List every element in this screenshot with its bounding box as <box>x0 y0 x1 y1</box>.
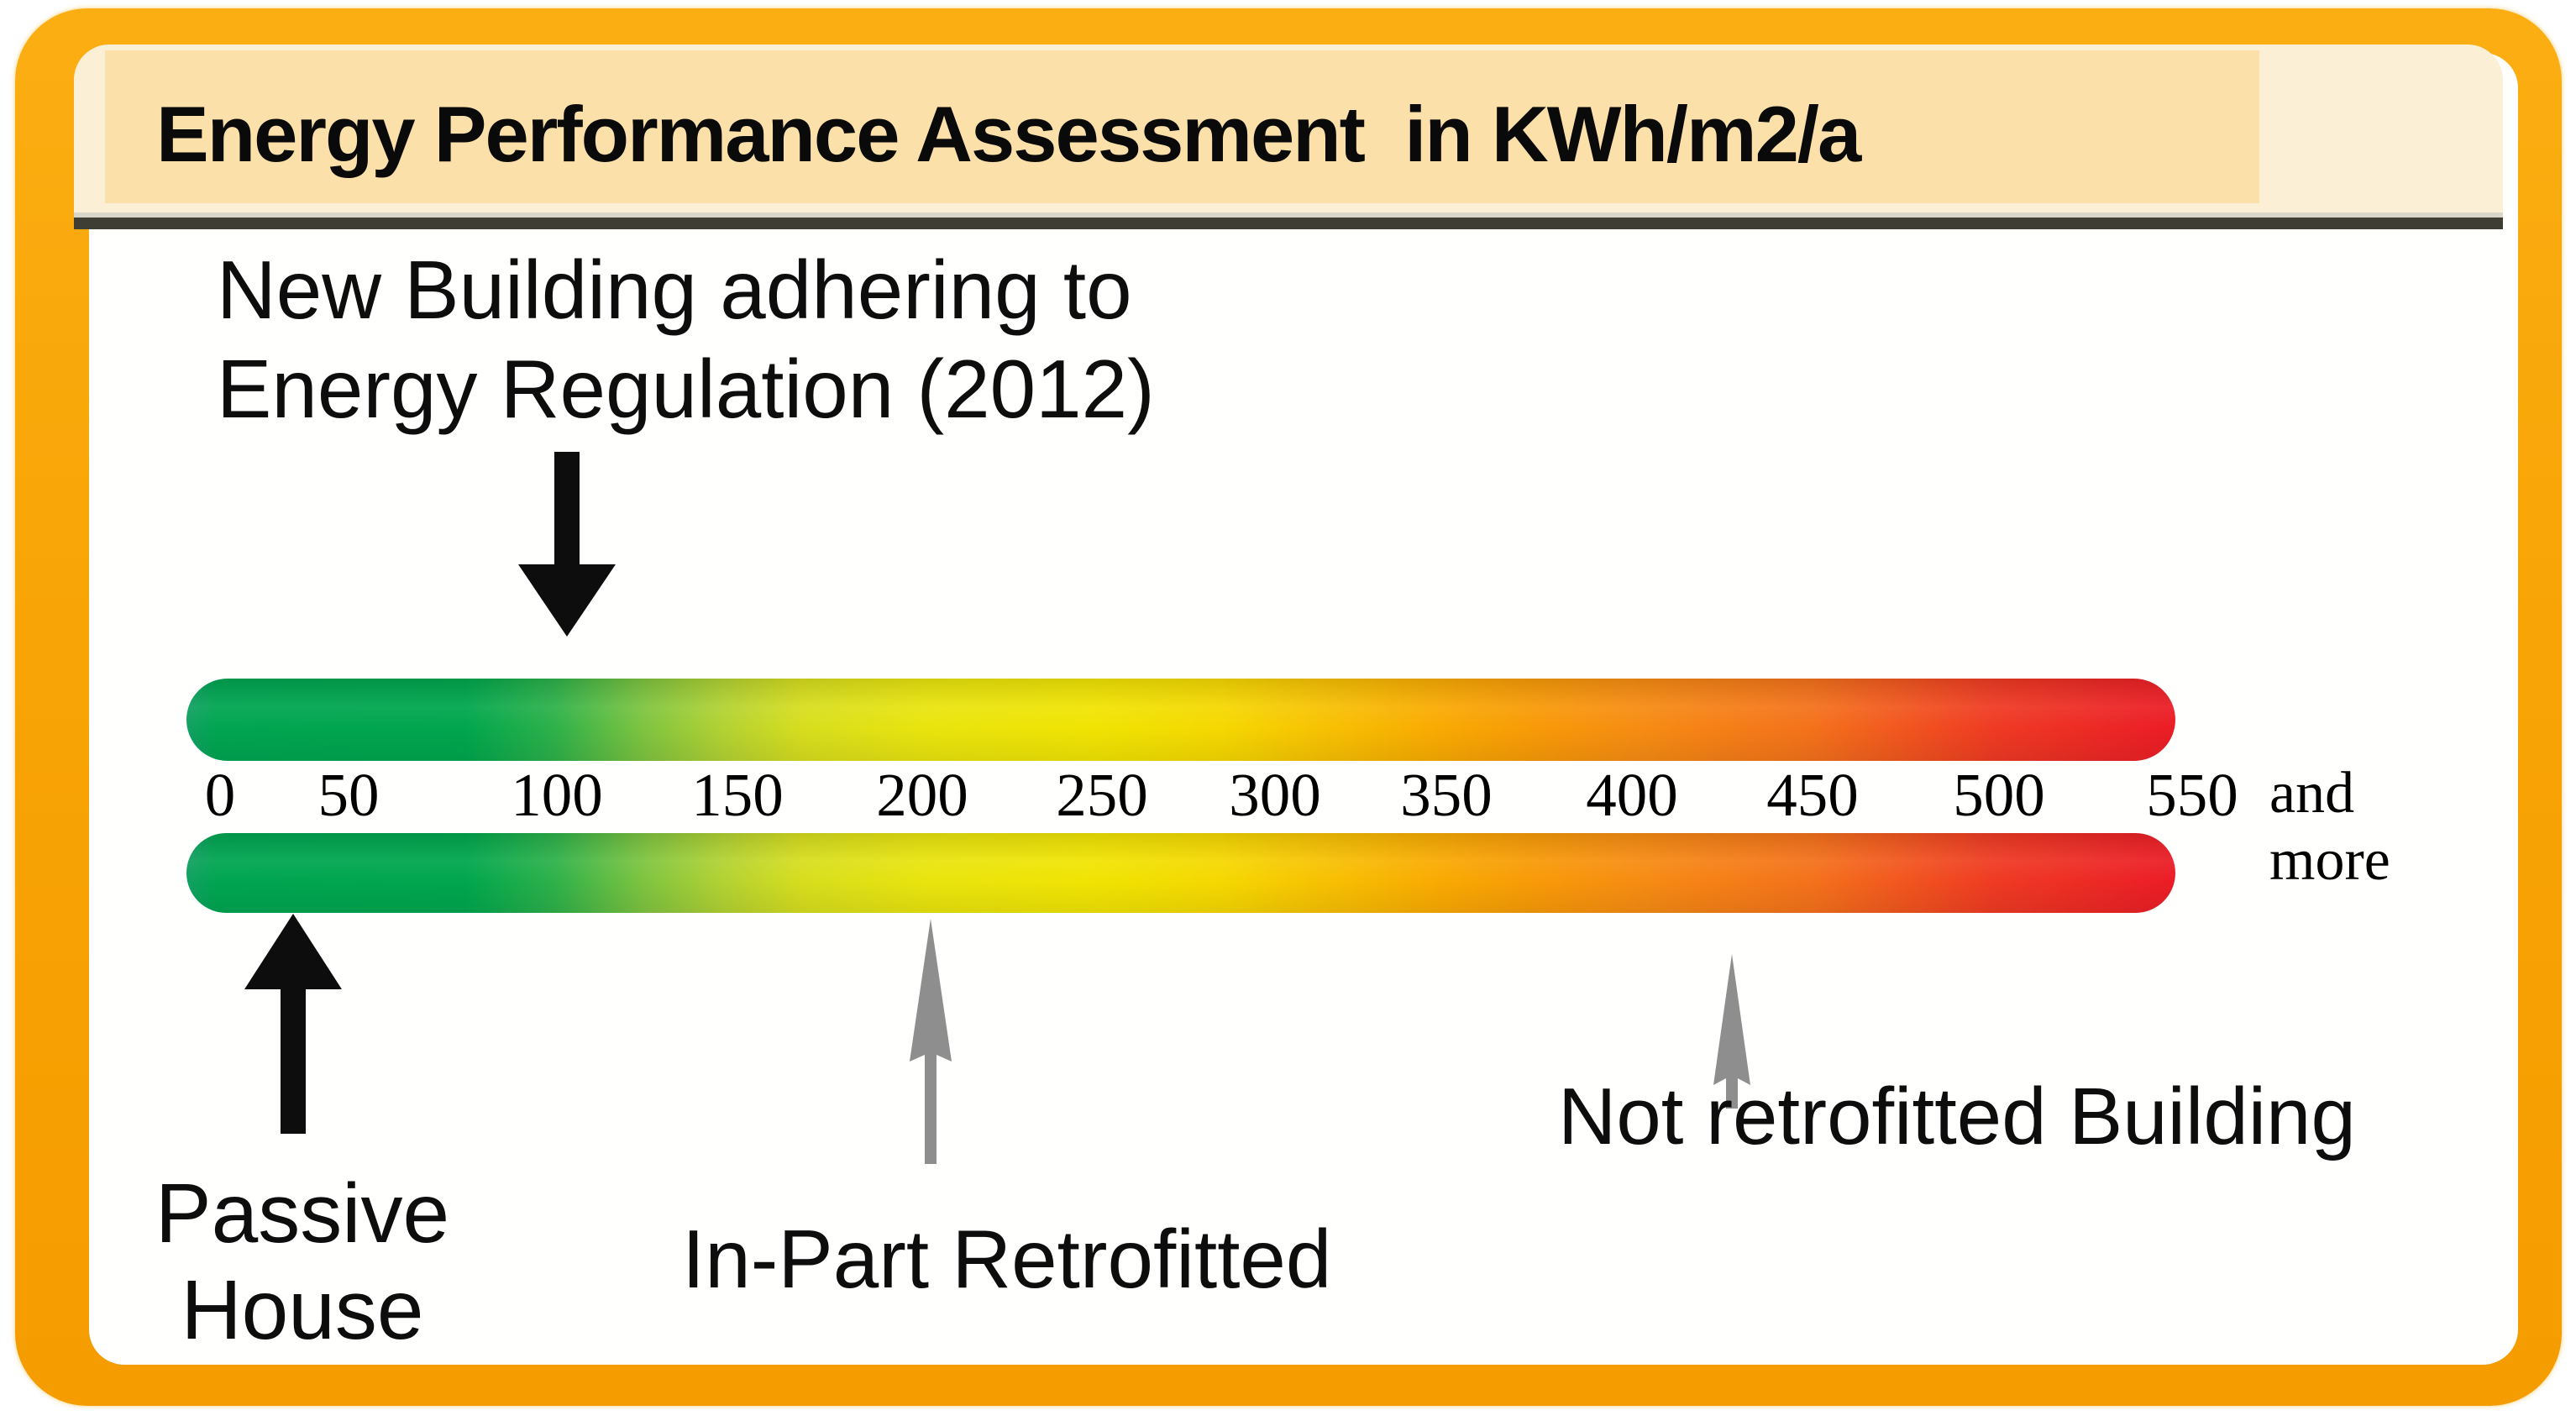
scale-tick-label: 100 <box>511 761 603 829</box>
scale-tick-label: 50 <box>317 761 380 829</box>
header-separator-line <box>74 218 2503 229</box>
short-up-arrow-shape <box>1713 954 1750 1109</box>
scale-bar-bottom-strip <box>186 833 2175 913</box>
thin-up-arrow-shape <box>910 919 952 1164</box>
new-building-label: New Building adhering to Energy Regulati… <box>217 244 1155 435</box>
scale-tick-label: 400 <box>1586 761 1678 829</box>
page-title: Energy Performance Assessment in KWh/m2/… <box>156 90 1861 178</box>
not-retrofitted-label: Not retrofitted Building <box>1558 1072 2356 1161</box>
scale-tick-label: 250 <box>1056 761 1148 829</box>
scale-tick-label: and more <box>2269 761 2390 893</box>
scale-tick-label: 300 <box>1229 761 1321 829</box>
down-arrow-icon <box>518 452 616 637</box>
scale-tick-label: 150 <box>691 761 784 829</box>
scale-bar-top-strip <box>186 679 2175 761</box>
short-up-arrow-icon <box>1713 954 1750 1109</box>
scale-bar-bottom-shading <box>186 833 2175 913</box>
thin-up-arrow-icon <box>910 919 952 1164</box>
scale-tick-label: 450 <box>1766 761 1859 829</box>
scale-tick-label: 0 <box>204 761 236 829</box>
passive-house-label: Passive House <box>155 1166 450 1357</box>
scale-tick-label: 200 <box>876 761 968 829</box>
scale-bar-top-shading <box>186 679 2175 761</box>
scale-tick-label: 550 <box>2146 761 2238 829</box>
up-arrow-shape <box>244 914 342 1134</box>
header-separator-highlight <box>74 212 2503 218</box>
scale-tick-label: 350 <box>1400 761 1493 829</box>
in-part-retrofitted-label: In-Part Retrofitted <box>682 1213 1332 1305</box>
down-arrow-shape <box>518 452 616 637</box>
up-arrow-icon <box>244 914 342 1134</box>
header-band <box>105 50 2259 203</box>
scale-tick-label: 500 <box>1953 761 2045 829</box>
